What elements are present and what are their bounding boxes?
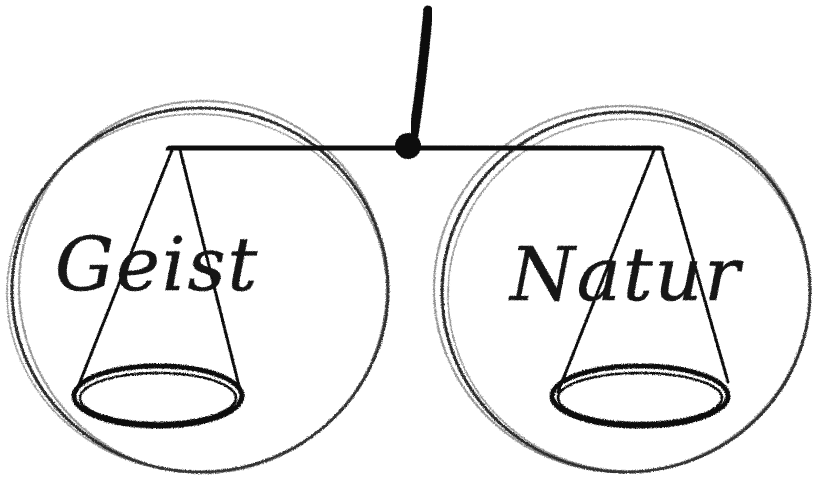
- right-pan: [552, 366, 728, 426]
- scale-post: [412, 10, 431, 140]
- left-pan-label: Geist: [55, 222, 259, 308]
- left-pan: [74, 366, 242, 426]
- pivot-knob: [395, 133, 421, 159]
- right-pan-label: Natur: [508, 232, 744, 318]
